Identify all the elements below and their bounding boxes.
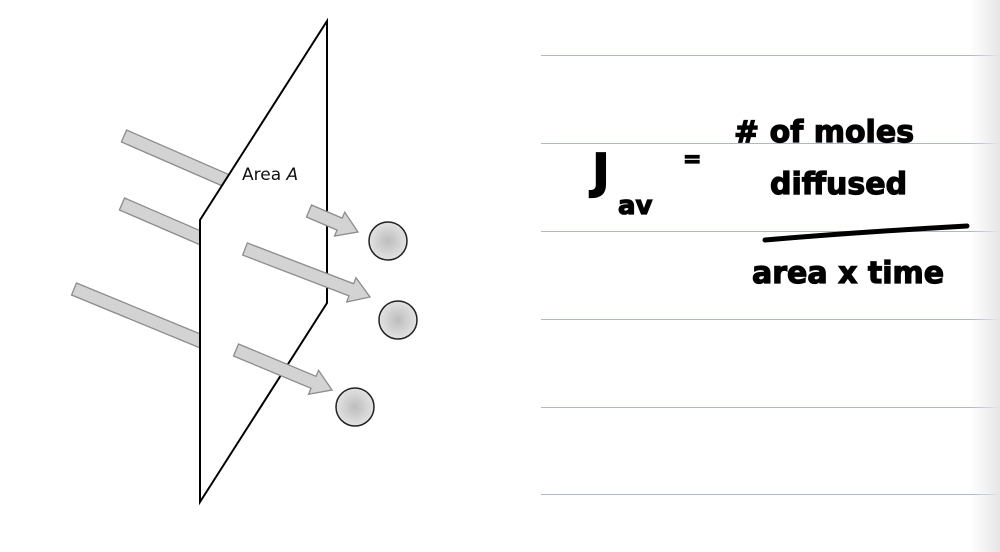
rule-line [541,319,1000,320]
flux-arrow [241,242,372,303]
page-edge-shadow [970,0,1000,552]
fraction-bar [762,223,970,243]
particle [368,221,408,261]
incoming-arrow-stub [118,197,214,249]
rule-line [541,143,1000,144]
particle [335,387,375,427]
flux-subscript: av [618,191,653,221]
equals-sign: = [683,147,701,172]
flux-arrow [305,204,360,237]
rule-line [541,494,1000,495]
numerator-line2: diffused [770,167,907,202]
incoming-arrow-stub [120,129,236,190]
flux-symbol: J [589,144,610,200]
incoming-arrow-stub [70,282,214,352]
particle [378,300,418,340]
rule-line [541,55,1000,56]
denominator: area x time [752,256,944,291]
rule-line [541,407,1000,408]
flux-arrow [232,343,334,396]
rule-line [541,231,1000,232]
numerator-line1: # of moles [734,115,914,150]
plane-label: Area A [242,165,298,185]
handwritten-equation: J av = # of moles diffused area x time [588,114,970,292]
